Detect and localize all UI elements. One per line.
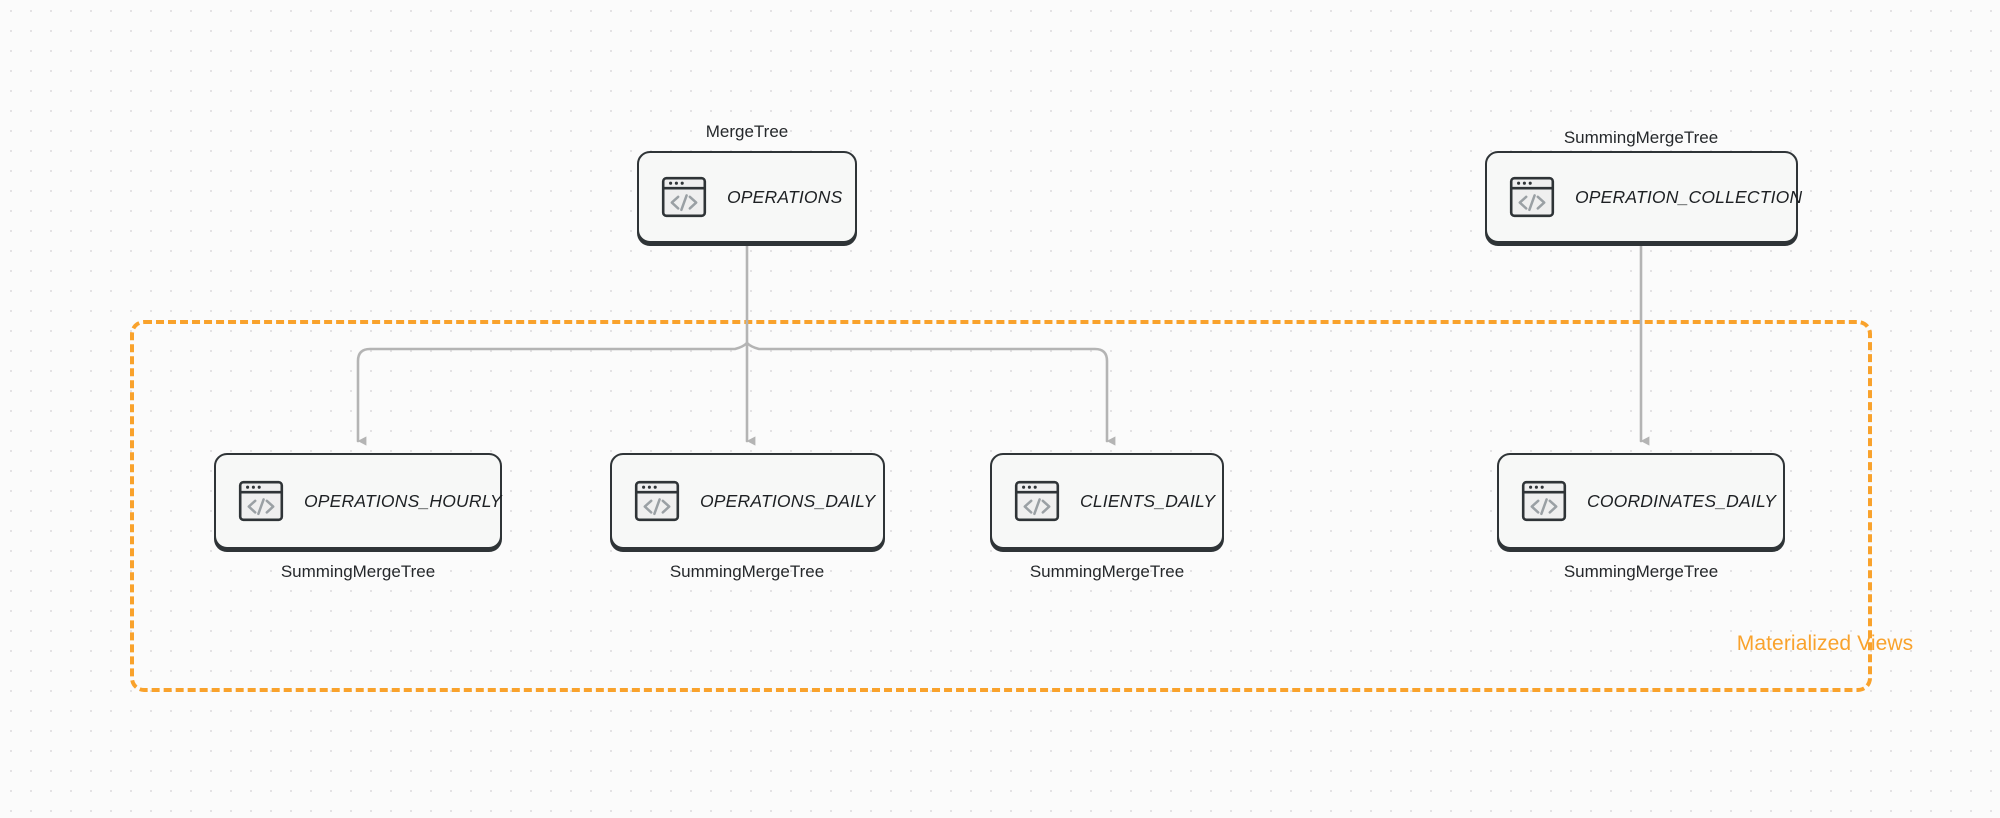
- engine-caption-clients_daily: SummingMergeTree: [1029, 562, 1185, 581]
- engine-caption-coordinates_daily: SummingMergeTree: [1563, 562, 1719, 581]
- node-label-operations_daily: OPERATIONS_DAILY: [700, 490, 876, 511]
- engine-caption-operation_collection: SummingMergeTree: [1563, 128, 1719, 147]
- node-operations_hourly[interactable]: OPERATIONS_HOURLY: [214, 453, 502, 549]
- code-window-icon: [661, 176, 707, 218]
- node-operations_daily[interactable]: OPERATIONS_DAILY: [610, 453, 885, 549]
- engine-caption-operations_daily: SummingMergeTree: [669, 562, 825, 581]
- engine-caption-operations_hourly: SummingMergeTree: [280, 562, 436, 581]
- code-window-icon: [238, 480, 284, 522]
- node-label-operation_collection: OPERATION_COLLECTION: [1575, 186, 1803, 207]
- node-label-operations: OPERATIONS: [727, 186, 843, 207]
- node-coordinates_daily[interactable]: COORDINATES_DAILY: [1497, 453, 1785, 549]
- node-clients_daily[interactable]: CLIENTS_DAILY: [990, 453, 1224, 549]
- materialized-views-label: Materialized Views: [1736, 632, 1914, 655]
- node-label-operations_hourly: OPERATIONS_HOURLY: [304, 490, 502, 511]
- code-window-icon: [1509, 176, 1555, 218]
- materialized-views-group: [130, 320, 1872, 692]
- node-label-clients_daily: CLIENTS_DAILY: [1080, 490, 1216, 511]
- code-window-icon: [1014, 480, 1060, 522]
- code-window-icon: [634, 480, 680, 522]
- node-operation_collection[interactable]: OPERATION_COLLECTION: [1485, 151, 1802, 243]
- engine-caption-operations: MergeTree: [705, 122, 789, 141]
- node-operations[interactable]: OPERATIONS: [637, 151, 857, 243]
- node-label-coordinates_daily: COORDINATES_DAILY: [1587, 490, 1777, 511]
- code-window-icon: [1521, 480, 1567, 522]
